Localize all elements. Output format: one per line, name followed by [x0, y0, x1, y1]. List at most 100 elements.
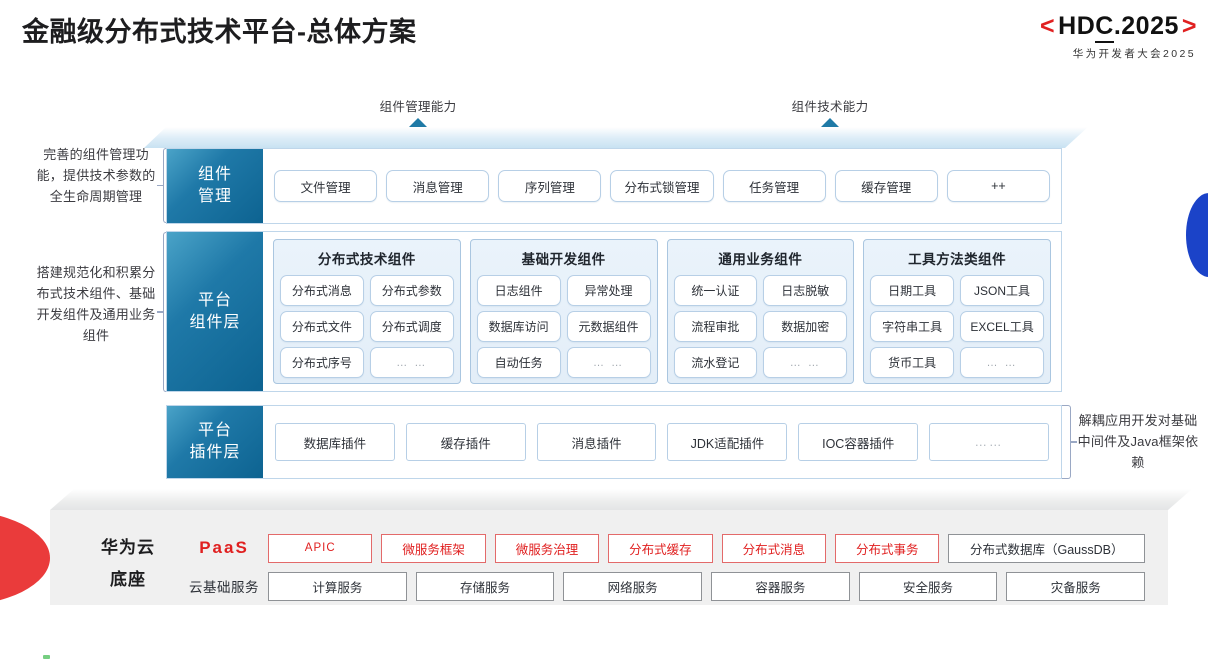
blue-circle-decoration-icon [1186, 193, 1208, 277]
plugin-item-ioc-container[interactable]: IOC容器插件 [798, 423, 919, 461]
plugin-item-database[interactable]: 数据库插件 [275, 423, 395, 461]
annotation-left-top: 完善的组件管理功能，提供技术参数的全生命周期管理 [36, 147, 156, 204]
component-item-cache-management[interactable]: 缓存管理 [834, 170, 938, 202]
component-management-items: 文件管理 消息管理 序列管理 分布式锁管理 任务管理 缓存管理 ++ [263, 149, 1061, 223]
cloud-infra-items: 计算服务 存储服务 网络服务 容器服务 安全服务 灾备服务 [268, 571, 1146, 601]
plugin-item-jdk-adapter[interactable]: JDK适配插件 [667, 423, 788, 461]
infra-item-storage[interactable]: 存储服务 [415, 571, 555, 601]
layer-label-line2: 插件层 [189, 444, 241, 461]
layer-label-line1: 组件 [197, 166, 232, 183]
hdc-logo-c: C [1095, 12, 1114, 43]
group-title: 通用业务组件 [718, 252, 803, 267]
bracket-connector-right [1062, 405, 1077, 479]
group-cell-more[interactable]: … … [369, 347, 454, 378]
component-item-message-management[interactable]: 消息管理 [386, 170, 490, 202]
group-cell[interactable]: 统一认证 [673, 275, 758, 306]
arrow-label-component-management: 组件管理能力 [379, 100, 457, 114]
infra-item-container[interactable]: 容器服务 [711, 571, 850, 601]
platform-component-groups: 分布式技术组件 分布式消息 分布式参数 分布式文件 分布式调度 分布式序号 … … [263, 232, 1061, 391]
layer-label-component-management: 组件 管理 [167, 149, 263, 223]
group-cell[interactable]: 日志脱敏 [763, 275, 848, 306]
group-cell[interactable]: 分布式文件 [280, 311, 364, 342]
component-item-distributed-lock[interactable]: 分布式锁管理 [610, 170, 714, 202]
group-cell[interactable]: EXCEL工具 [960, 311, 1044, 342]
infra-item-network[interactable]: 网络服务 [563, 571, 703, 601]
group-cell[interactable]: 分布式调度 [369, 311, 454, 342]
group-common-business: 通用业务组件 统一认证 日志脱敏 流程审批 数据加密 流水登记 … … [666, 239, 855, 384]
plugin-item-message[interactable]: 消息插件 [536, 423, 657, 461]
hdc-logo-year: .2025 [1113, 12, 1179, 40]
layer-label-line1: 平台 [197, 291, 232, 309]
group-cell-more[interactable]: … … [763, 347, 848, 378]
paas-item-microservice-framework[interactable]: 微服务框架 [381, 533, 486, 563]
group-cell[interactable]: 元数据组件 [566, 311, 651, 342]
component-item-more[interactable]: ++ [946, 170, 1050, 202]
paas-item-distributed-message[interactable]: 分布式消息 [721, 533, 827, 563]
group-tool-method: 工具方法类组件 日期工具 JSON工具 字符串工具 EXCEL工具 货币工具 …… [863, 239, 1051, 384]
paas-item-apic[interactable]: APIC [268, 533, 373, 563]
paas-item-distributed-database[interactable]: 分布式数据库（GaussDB） [948, 533, 1145, 563]
cloud-paas-row: PaaS APIC 微服务框架 微服务治理 分布式缓存 分布式消息 分布式事务 … [180, 533, 1145, 563]
paas-label: PaaS [199, 538, 249, 557]
group-cell[interactable]: 货币工具 [870, 347, 955, 378]
platform-slab-top [144, 127, 1088, 148]
group-cell[interactable]: 异常处理 [566, 275, 651, 306]
layer-label-line2: 管理 [197, 188, 232, 205]
group-cell[interactable]: 数据库访问 [476, 311, 561, 342]
group-title: 基础开发组件 [521, 252, 606, 267]
group-cell[interactable]: 字符串工具 [870, 311, 955, 342]
layer-label-platform-component: 平台 组件层 [167, 232, 263, 391]
cloud-base-title-line1: 华为云 [101, 538, 155, 557]
red-wedge-decoration-icon [0, 510, 50, 606]
group-distributed-technology: 分布式技术组件 分布式消息 分布式参数 分布式文件 分布式调度 分布式序号 … … [273, 239, 461, 384]
group-cell-more[interactable]: … … [566, 347, 651, 378]
plugin-item-cache[interactable]: 缓存插件 [405, 423, 526, 461]
paas-items: APIC 微服务框架 微服务治理 分布式缓存 分布式消息 分布式事务 分布式数据… [268, 533, 1145, 563]
arrow-label-component-technology: 组件技术能力 [791, 100, 869, 114]
group-cell[interactable]: 分布式参数 [369, 275, 454, 306]
group-cell[interactable]: 分布式消息 [280, 275, 364, 306]
infra-item-security[interactable]: 安全服务 [858, 571, 998, 601]
paas-item-distributed-cache[interactable]: 分布式缓存 [608, 533, 713, 563]
paas-item-microservice-governance[interactable]: 微服务治理 [494, 533, 600, 563]
component-item-sequence-management[interactable]: 序列管理 [498, 170, 602, 202]
cloud-base-title-line2: 底座 [110, 570, 146, 589]
hdc-logo-subtitle: 华为开发者大会2025 [1072, 48, 1196, 60]
group-basic-development: 基础开发组件 日志组件 异常处理 数据库访问 元数据组件 自动任务 … … [469, 239, 658, 384]
layer-platform-plugin: 平台 插件层 数据库插件 缓存插件 消息插件 JDK适配插件 IOC容器插件 …… [166, 405, 1062, 479]
infra-item-compute[interactable]: 计算服务 [268, 571, 407, 601]
hdc-logo-hd: HD [1058, 12, 1096, 40]
page-title: 金融级分布式技术平台-总体方案 [22, 17, 417, 47]
layer-label-platform-plugin: 平台 插件层 [167, 406, 263, 478]
group-cell[interactable]: JSON工具 [960, 275, 1044, 306]
component-item-file-management[interactable]: 文件管理 [274, 170, 378, 202]
group-cell[interactable]: 数据加密 [763, 311, 848, 342]
plugin-item-more[interactable]: …… [929, 423, 1049, 461]
cloud-infra-label: 云基础服务 [189, 580, 259, 595]
hdc-logo: <HDC.2025> 华为开发者大会2025 [1037, 12, 1200, 61]
group-cell[interactable]: 分布式序号 [280, 347, 364, 378]
green-marker-icon [43, 655, 50, 659]
cloud-infra-row: 云基础服务 计算服务 存储服务 网络服务 容器服务 安全服务 灾备服务 [180, 571, 1146, 601]
group-cell[interactable]: 流程审批 [673, 311, 758, 342]
layer-label-line1: 平台 [197, 422, 232, 439]
layer-component-management: 组件 管理 文件管理 消息管理 序列管理 分布式锁管理 任务管理 缓存管理 ++ [166, 148, 1062, 224]
group-cell[interactable]: 日志组件 [476, 275, 561, 306]
angle-bracket-left-icon: < [1040, 12, 1056, 40]
group-cell-more[interactable]: … … [960, 347, 1044, 378]
layer-label-line2: 组件层 [189, 313, 241, 331]
infra-item-disaster-recovery[interactable]: 灾备服务 [1006, 571, 1146, 601]
cloud-base-panel: 华为云 底座 PaaS APIC 微服务框架 微服务治理 分布式缓存 分布式消息… [50, 510, 1168, 605]
group-cell[interactable]: 日期工具 [870, 275, 955, 306]
group-cell[interactable]: 流水登记 [673, 347, 758, 378]
cloud-slab-top [50, 489, 1192, 510]
paas-item-distributed-transaction[interactable]: 分布式事务 [835, 533, 940, 563]
annotation-left-bottom: 搭建规范化和积累分布式技术组件、基础开发组件及通用业务组件 [36, 265, 156, 343]
component-item-task-management[interactable]: 任务管理 [722, 170, 826, 202]
layer-platform-component: 平台 组件层 分布式技术组件 分布式消息 分布式参数 分布式文件 分布式调度 分… [166, 231, 1062, 392]
platform-plugin-items: 数据库插件 缓存插件 消息插件 JDK适配插件 IOC容器插件 …… [263, 406, 1061, 478]
group-title: 分布式技术组件 [317, 252, 416, 267]
cloud-base-title: 华为云 底座 [80, 532, 176, 596]
angle-bracket-right-icon: > [1181, 12, 1197, 40]
group-cell[interactable]: 自动任务 [476, 347, 561, 378]
